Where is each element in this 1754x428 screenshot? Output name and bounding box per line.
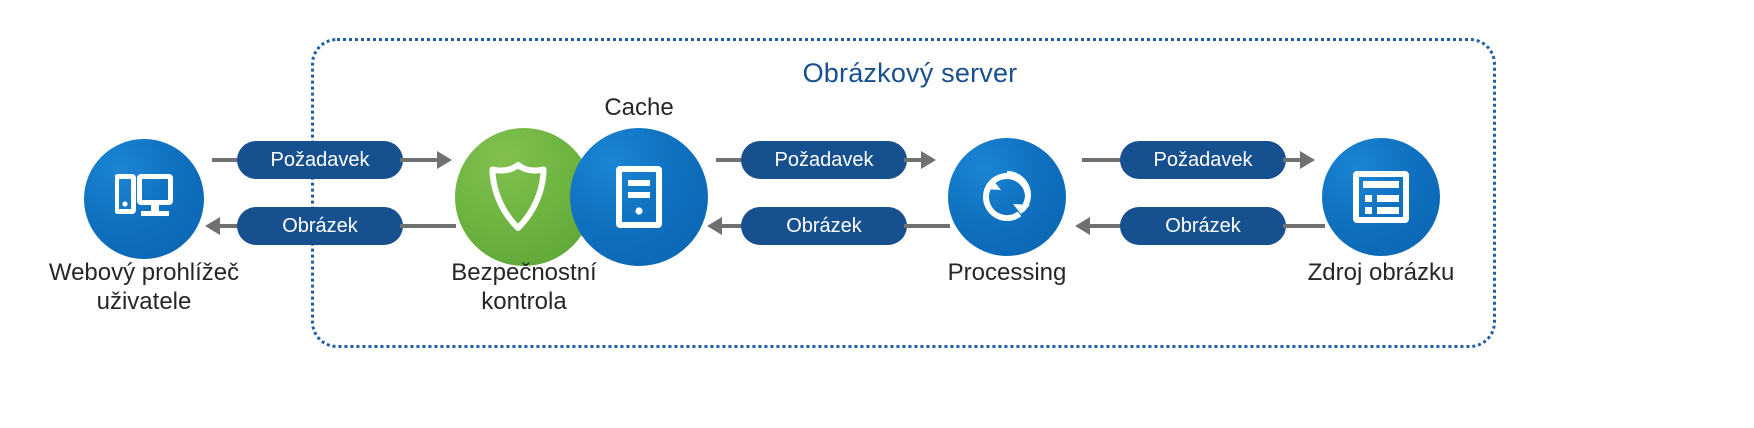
- pill-response-2[interactable]: Obrázek: [741, 207, 907, 245]
- refresh-circular-arrow-icon: [976, 166, 1038, 228]
- arrowhead-response-1: [205, 217, 220, 235]
- node-browser[interactable]: [84, 139, 204, 259]
- connector-request-1-tail: [400, 158, 438, 162]
- desktop-computer-icon: [115, 173, 173, 225]
- caption-browser: Webový prohlížeč uživatele: [48, 259, 240, 316]
- connector-request-3-tail: [1283, 158, 1301, 162]
- connector-response-3: [1090, 224, 1128, 228]
- connector-response-1-tail: [400, 224, 456, 228]
- pill-response-1[interactable]: Obrázek: [237, 207, 403, 245]
- caption-security-check: Bezpečnostní kontrola: [451, 259, 597, 316]
- pill-request-3[interactable]: Požadavek: [1120, 141, 1286, 179]
- pill-request-1[interactable]: Požadavek: [237, 141, 403, 179]
- arrowhead-request-2: [921, 151, 936, 169]
- node-processing[interactable]: [948, 138, 1066, 256]
- arrowhead-request-3: [1300, 151, 1315, 169]
- node-cache[interactable]: [570, 128, 708, 266]
- connector-request-2-tail: [904, 158, 922, 162]
- pill-response-3[interactable]: Obrázek: [1120, 207, 1286, 245]
- connector-response-2-tail: [904, 224, 950, 228]
- arrowhead-request-1: [437, 151, 452, 169]
- connector-request-1: [212, 158, 254, 162]
- server-tower-icon: [616, 166, 662, 228]
- server-boundary: [311, 38, 1496, 348]
- image-list-icon: [1353, 171, 1409, 223]
- connector-response-3-tail: [1283, 224, 1325, 228]
- caption-cache: Cache: [604, 94, 674, 121]
- shield-icon: [487, 161, 549, 233]
- caption-processing: Processing: [947, 259, 1067, 286]
- caption-image-source: Zdroj obrázku: [1307, 259, 1455, 286]
- pill-request-2[interactable]: Požadavek: [741, 141, 907, 179]
- arrowhead-response-2: [707, 217, 722, 235]
- connector-request-2: [716, 158, 758, 162]
- arrowhead-response-3: [1075, 217, 1090, 235]
- node-image-source[interactable]: [1322, 138, 1440, 256]
- server-boundary-title: Obrázkový server: [802, 58, 1018, 88]
- connector-request-3: [1082, 158, 1124, 162]
